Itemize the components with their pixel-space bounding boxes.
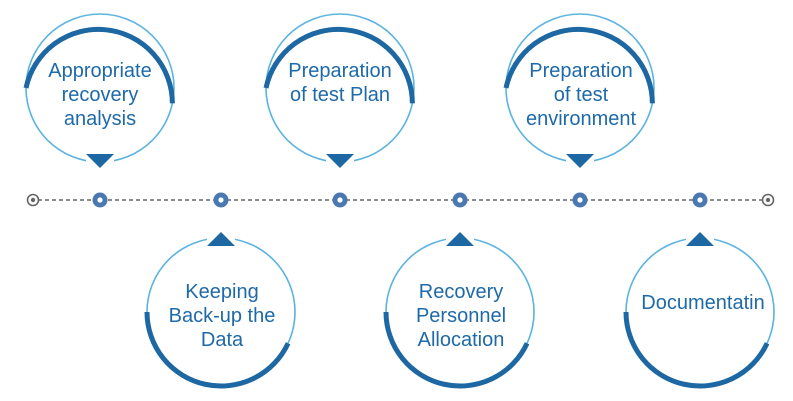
step-label-preparation-of-test-plan: Preparation of test Plan bbox=[288, 60, 392, 106]
timeline-marker-center-4 bbox=[457, 197, 463, 203]
timeline-marker-center-5 bbox=[577, 197, 583, 203]
timeline-start-cap bbox=[26, 193, 40, 207]
timeline-marker-center-2 bbox=[218, 197, 224, 203]
timeline-marker-center-3 bbox=[337, 197, 343, 203]
step-pointer-4 bbox=[446, 232, 474, 246]
step-pointer-3 bbox=[326, 154, 354, 168]
step-label-documentatin: Documentatin bbox=[641, 292, 765, 314]
step-arc-4 bbox=[383, 311, 530, 389]
step-label-keeping-back-up-the-data: Keeping Back-up the Data bbox=[168, 281, 276, 351]
step-arc-1 bbox=[23, 26, 175, 104]
step-label-appropriate-recovery-analysis: Appropriate recovery analysis bbox=[48, 60, 152, 130]
step-pointer-6 bbox=[686, 232, 714, 246]
timeline-end-cap bbox=[761, 193, 775, 207]
step-arc-5 bbox=[503, 26, 655, 104]
step-arc-6 bbox=[623, 311, 770, 389]
step-pointer-2 bbox=[207, 232, 235, 246]
step-arc-2 bbox=[144, 311, 291, 389]
step-pointer-1 bbox=[86, 154, 114, 168]
step-arc-3 bbox=[263, 26, 415, 104]
step-label-preparation-of-test-environment: Preparation of test environment bbox=[525, 60, 637, 130]
step-label-recovery-personnel-allocation: Recovery Personnel Allocation bbox=[415, 281, 507, 351]
timeline-marker-center-6 bbox=[697, 197, 703, 203]
step-pointer-5 bbox=[566, 154, 594, 168]
timeline-marker-center-1 bbox=[97, 197, 103, 203]
